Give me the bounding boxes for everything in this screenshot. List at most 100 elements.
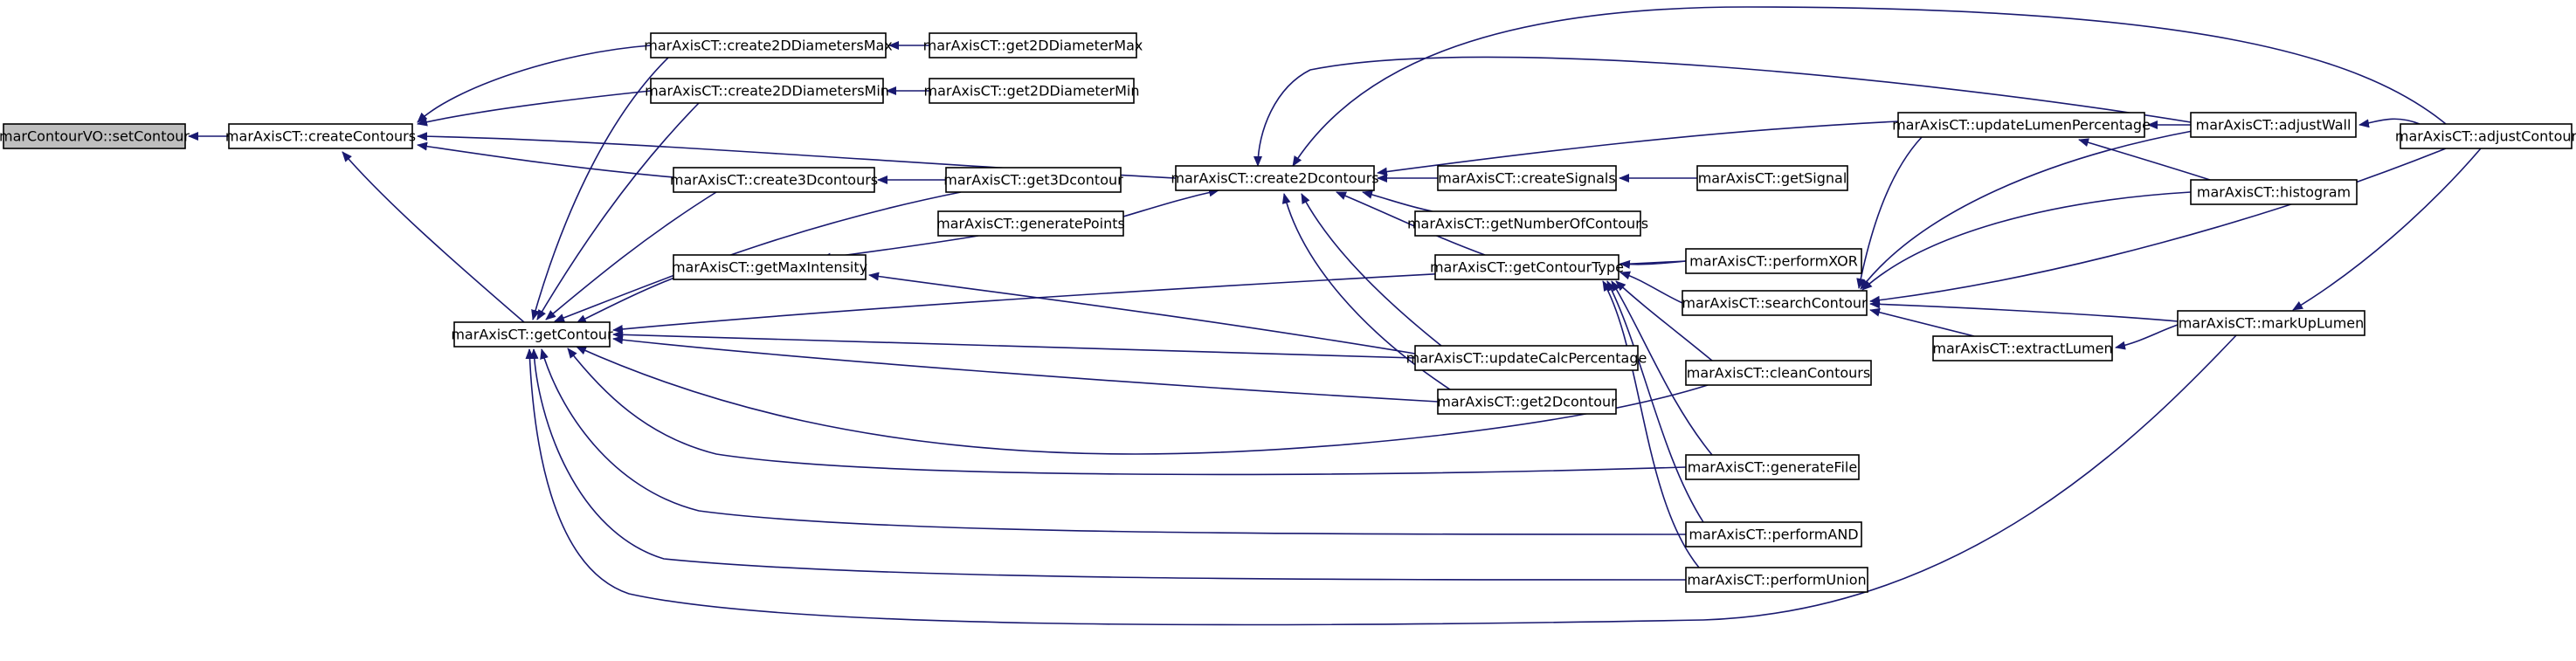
edge-cleanContours-to-getContour [576,346,1709,455]
node-get3Dcontour[interactable]: marAxisCT::get3Dcontour [943,167,1123,193]
node-label: marAxisCT::adjustWall [2196,117,2352,134]
node-create3Dcontours[interactable]: marAxisCT::create3Dcontours [670,167,878,193]
node-adjustWall[interactable]: marAxisCT::adjustWall [2190,112,2357,138]
node-label: marAxisCT::adjustContour [2395,128,2576,145]
node-label: marAxisCT::get3Dcontour [943,172,1123,189]
node-label: marAxisCT::getContour [451,327,613,343]
node-label: marAxisCT::performAND [1689,527,1858,543]
node-label: marAxisCT::cleanContours [1687,365,1870,382]
node-getMaxIntensity[interactable]: marAxisCT::getMaxIntensity [672,254,867,280]
node-label: marAxisCT::updateCalcPercentage [1406,350,1647,367]
edge-get3Dcontour-to-getContour [554,191,962,322]
node-box [2190,179,2358,205]
edge-adjustWall-to-create2Dcontours [1253,56,2192,167]
node-box [673,167,875,193]
node-label: marAxisCT::searchContour [1682,295,1868,312]
node-generatePoints[interactable]: marAxisCT::generatePoints [936,210,1125,237]
edge-generateFile-to-getContour [567,348,1687,476]
node-box [2400,123,2573,149]
edge-adjustContour-to-markUpLumen [2292,148,2482,311]
node-get2Dcontour[interactable]: marAxisCT::get2Dcontour [1437,389,1617,415]
node-box [1897,112,2145,138]
node-adjustContour[interactable]: marAxisCT::adjustContour [2395,123,2576,149]
node-label: marAxisCT::create3Dcontours [670,172,878,189]
node-generateFile[interactable]: marAxisCT::generateFile [1685,454,1860,480]
edge-create3Dcontours-to-createContours [417,141,674,178]
node-create2DDiametersMin[interactable]: marAxisCT::create2DDiametersMin [645,78,889,104]
edge-adjustContour-to-adjustWall [2358,118,2421,128]
node-label: marAxisCT::create2DDiametersMax [644,38,893,54]
node-getSignal[interactable]: marAxisCT::getSignal [1696,165,1848,191]
node-box [929,32,1137,59]
node-box [453,321,611,348]
node-label: marAxisCT::extractLumen [1932,341,2112,357]
edge-create2DDiametersMin-to-getContour [536,102,700,320]
node-get2DDiameterMin[interactable]: marAxisCT::get2DDiameterMin [924,78,1140,104]
node-box [650,78,884,104]
node-getContourType[interactable]: marAxisCT::getContourType [1430,254,1624,280]
node-box [937,210,1124,237]
edge-adjustContour-to-searchContour [1869,148,2447,305]
node-label: marAxisCT::getSignal [1698,170,1847,187]
node-createContours[interactable]: marAxisCT::createContours [225,123,416,149]
node-label: marAxisCT::performXOR [1689,253,1858,270]
node-createSignals[interactable]: marAxisCT::createSignals [1437,165,1617,191]
edge-markUpLumen-to-extractLumen [2115,324,2179,350]
node-box [1696,165,1848,191]
edge-getNumberOfContours-to-create2Dcontours [1362,190,1433,212]
node-label: marAxisCT::createSignals [1438,170,1615,187]
node-label: marAxisCT::markUpLumen [2179,315,2365,332]
node-performAND[interactable]: marAxisCT::performAND [1685,521,1862,547]
edge-getMaxIntensity-to-getContour [576,274,682,324]
node-updateCalcPercentage[interactable]: marAxisCT::updateCalcPercentage [1406,345,1647,371]
node-searchContour[interactable]: marAxisCT::searchContour [1682,290,1868,316]
node-performUnion[interactable]: marAxisCT::performUnion [1685,567,1868,593]
node-label: marAxisCT::updateLumenPercentage [1892,117,2151,134]
edge-extractLumen-to-searchContour [1869,307,1975,337]
node-label: marAxisCT::create2DDiametersMin [645,83,889,100]
node-box [673,254,867,280]
node-box [1175,165,1375,191]
node-box [1437,165,1617,191]
edge-updateCalcPercentage-to-getMaxIntensity [868,272,1416,355]
node-getContour[interactable]: marAxisCT::getContour [451,321,613,348]
edge-histogram-to-updateLumenPercentage [2078,138,2211,181]
edge-adjustContour-to-create2Dcontours [1292,6,2447,167]
node-markUpLumen[interactable]: marAxisCT::markUpLumen [2177,310,2365,336]
node-setContour: marContourVO::setContour [0,123,190,149]
node-label: marAxisCT::getMaxIntensity [672,259,867,276]
edge-performAND-to-getContour [540,348,1687,535]
node-box [650,32,887,59]
node-updateLumenPercentage[interactable]: marAxisCT::updateLumenPercentage [1892,112,2151,138]
node-create2Dcontours[interactable]: marAxisCT::create2Dcontours [1171,165,1379,191]
node-get2DDiameterMax[interactable]: marAxisCT::get2DDiameterMax [923,32,1143,59]
node-getNumberOfContours[interactable]: marAxisCT::getNumberOfContours [1407,210,1648,237]
edge-performUnion-to-getContourType [1602,280,1700,568]
node-box [1414,210,1641,237]
node-extractLumen[interactable]: marAxisCT::extractLumen [1932,335,2113,361]
node-histogram[interactable]: marAxisCT::histogram [2190,179,2358,205]
edge-updateLumenPercentage-to-searchContour [1856,136,1923,289]
node-create2DDiametersMax[interactable]: marAxisCT::create2DDiametersMax [644,32,893,59]
node-box [3,123,186,149]
node-box [1932,335,2113,361]
node-box [1685,567,1868,593]
node-label: marAxisCT::generatePoints [936,216,1125,232]
node-box [929,78,1135,104]
node-box [1437,389,1617,415]
edge-generatePoints-to-create2Dcontours [1122,188,1219,217]
node-box [1685,248,1862,274]
edge-create2DDiametersMin-to-createContours [417,90,652,127]
node-label: marAxisCT::histogram [2197,184,2351,201]
node-box [1682,290,1868,316]
node-label: marAxisCT::get2DDiameterMax [923,38,1143,54]
edge-create2DDiametersMax-to-createContours [417,45,652,123]
node-cleanContours[interactable]: marAxisCT::cleanContours [1685,360,1872,386]
edges-layer [188,6,2482,626]
node-label: marAxisCT::get2DDiameterMin [924,83,1140,100]
node-performXOR[interactable]: marAxisCT::performXOR [1685,248,1862,274]
node-box [2190,112,2357,138]
edge-searchContour-to-getContourType [1619,271,1683,304]
